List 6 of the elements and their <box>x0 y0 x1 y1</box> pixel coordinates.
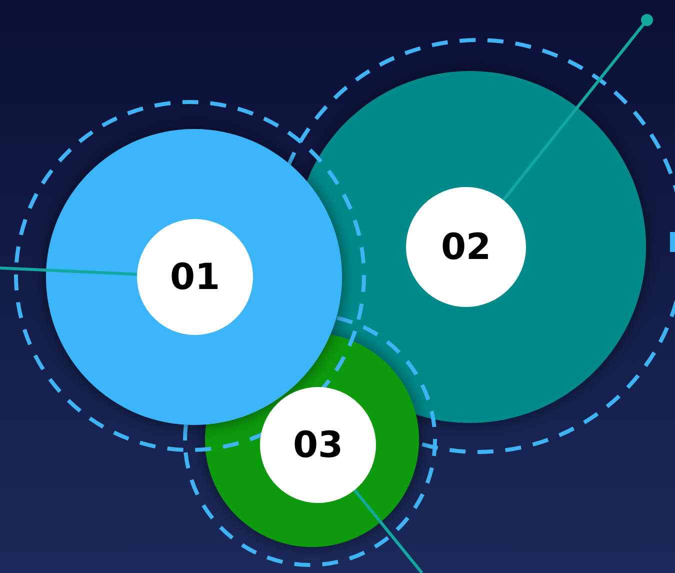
step-number: 01 <box>170 256 220 298</box>
step-number: 02 <box>440 226 492 268</box>
leader-line <box>0 266 138 276</box>
leader-line <box>502 14 653 202</box>
leader-line <box>353 489 424 573</box>
step-number: 03 <box>292 424 344 466</box>
